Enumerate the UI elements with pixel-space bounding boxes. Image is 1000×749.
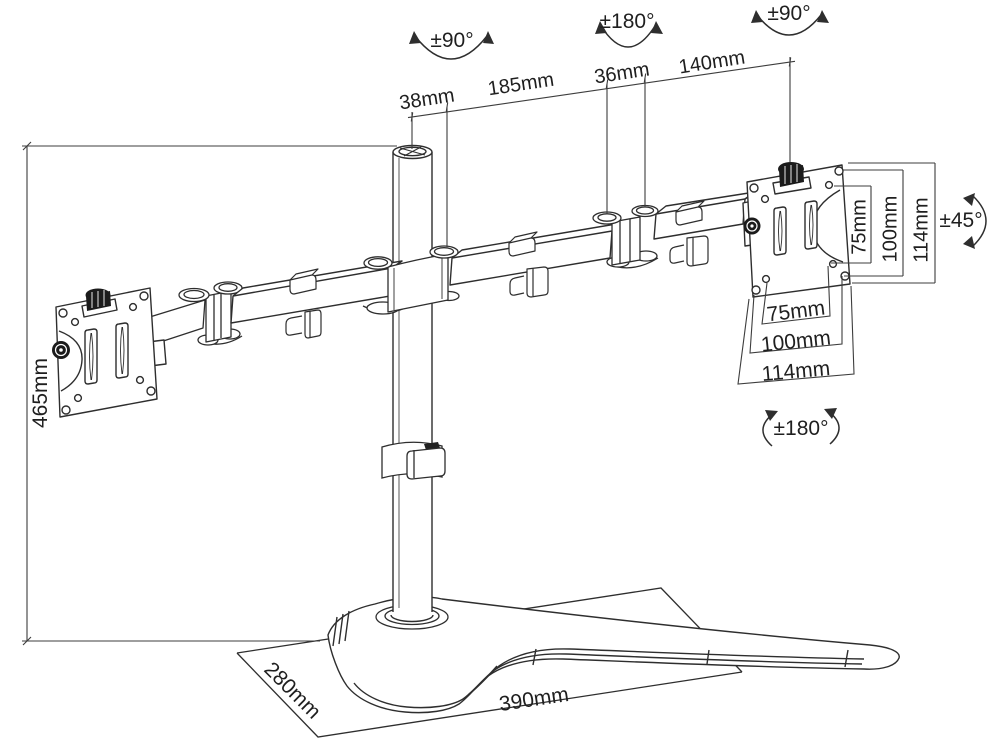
- rotate-plate-label: ±180°: [773, 417, 829, 440]
- left-elbow-joint: [139, 281, 243, 349]
- left-vesa-plate: [52, 287, 167, 418]
- rotation-arcs: [409, 10, 987, 447]
- vesa-vertical-100-label: 100mm: [879, 195, 902, 263]
- arm-cable-clips: [285, 200, 709, 339]
- pole-clamp: [362, 245, 460, 315]
- swivel-top-right-label: ±90°: [767, 2, 811, 25]
- tilt-right-label: ±45°: [939, 209, 983, 232]
- right-vesa-plate: [742, 162, 851, 298]
- dimension-lines: [22, 57, 936, 646]
- vesa-vertical-114-label: 114mm: [910, 197, 933, 263]
- swivel-top-left-label: ±90°: [430, 29, 474, 52]
- pole: [390, 144, 434, 623]
- vesa-vertical-75-label: 75mm: [848, 199, 871, 255]
- pole-cable-clip: [381, 441, 446, 480]
- base-foot: [327, 596, 900, 714]
- dim-height-label: 465mm: [29, 357, 52, 429]
- right-elbow-joint: [592, 204, 659, 269]
- swivel-top-center-label: ±180°: [599, 10, 655, 33]
